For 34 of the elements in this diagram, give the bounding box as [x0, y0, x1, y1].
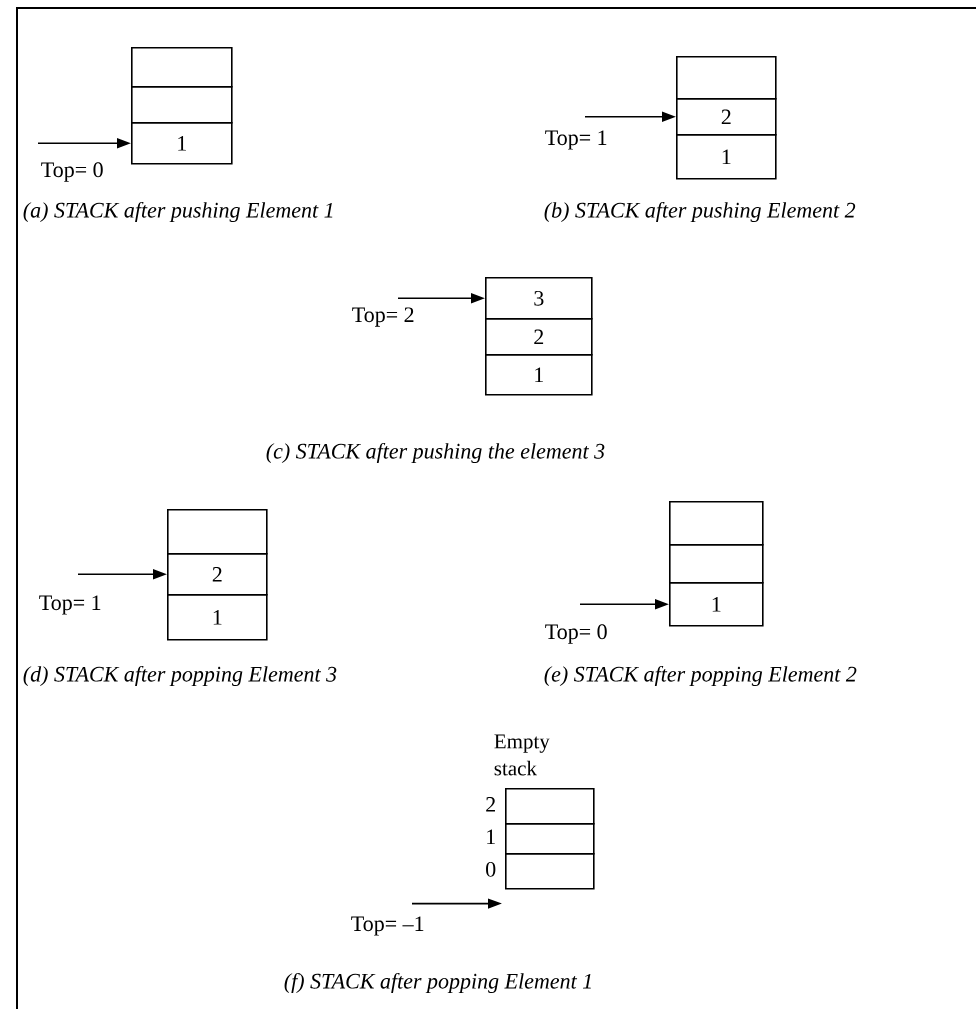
stack-cell: 2	[676, 98, 777, 136]
stack-cell: 1	[131, 122, 233, 165]
pointer-label: Top= –1	[351, 916, 424, 936]
caption: (f) STACK after popping Element 1	[284, 972, 591, 994]
stack-cell	[669, 501, 764, 546]
pointer-label: Top= 0	[41, 162, 103, 182]
stack-cell: 1	[676, 134, 777, 180]
caption: (d) STACK after popping Element 3	[23, 665, 337, 687]
stack-cell	[505, 788, 595, 825]
stack-cell: 1	[167, 594, 268, 641]
stack-cell: 3	[485, 277, 593, 320]
stack-cell: 2	[485, 318, 593, 356]
pointer-label: Top= 2	[352, 307, 414, 327]
stack-cell	[131, 47, 233, 88]
stack-cell	[669, 544, 764, 584]
index-number: 1	[487, 829, 495, 845]
caption: (a) STACK after pushing Element 1	[23, 201, 333, 223]
index-number: 2	[486, 797, 495, 812]
stack-cell	[505, 853, 595, 890]
caption: (e) STACK after popping Element 2	[544, 665, 857, 687]
caption: (b) STACK after pushing Element 2	[544, 201, 856, 223]
stack-cell: 1	[485, 354, 593, 396]
caption: (c) STACK after pushing the element 3	[266, 442, 605, 464]
stack-cell	[167, 509, 268, 555]
pointer-label: Top= 1	[39, 595, 101, 615]
stack-cell	[676, 56, 777, 100]
pointer-label: Top= 0	[545, 624, 607, 644]
stack-cell	[131, 86, 233, 124]
stack-label: Empty stack	[494, 734, 550, 776]
index-number: 0	[486, 861, 496, 877]
stack-cell: 2	[167, 553, 268, 596]
stack-cell	[505, 823, 595, 855]
pointer-label: Top= 1	[545, 130, 607, 150]
stack-cell: 1	[669, 582, 764, 627]
